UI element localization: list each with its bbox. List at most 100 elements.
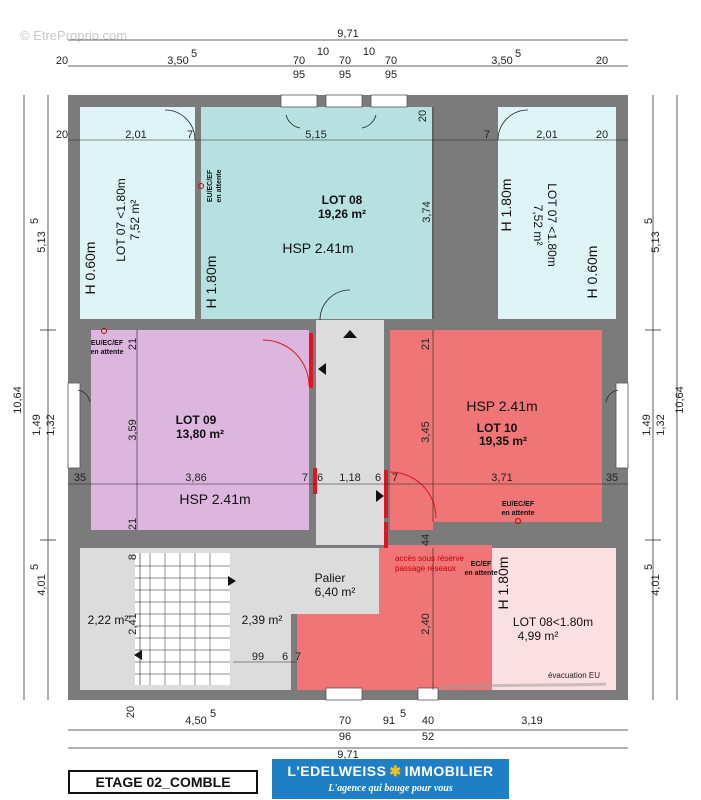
dim-359: 3,59 bbox=[127, 419, 139, 440]
room-palier bbox=[291, 548, 379, 614]
dim-240: 2,40 bbox=[420, 613, 432, 634]
dim-21a: 21 bbox=[127, 338, 139, 350]
room-lot08 bbox=[201, 107, 432, 319]
dim-inner-201a: 2,01 bbox=[125, 129, 146, 141]
room-lot10 bbox=[390, 330, 602, 530]
dim-7b: 7 bbox=[392, 472, 398, 484]
eu-top-marker-icon bbox=[198, 183, 204, 189]
interior-dimension-lines bbox=[68, 107, 628, 690]
brand-slogan: L'agence qui bouge pour vous bbox=[328, 783, 453, 794]
dim-bottom-450-sup: 5 bbox=[210, 708, 216, 720]
lot08-small-h180: H 1.80m bbox=[495, 557, 511, 610]
lot07-right-line1: LOT 07 <1.80m bbox=[545, 183, 559, 267]
dim-right-132: 1,32 bbox=[655, 414, 667, 435]
dim-top-20b: 20 bbox=[596, 55, 608, 67]
dim-top-350b: 3,50 bbox=[491, 55, 512, 67]
edelweiss-icon: ✱ bbox=[389, 763, 402, 779]
lot08-small-line1: LOT 08<1.80m bbox=[513, 615, 593, 629]
dim-left-total: 10,64 bbox=[12, 386, 24, 414]
top-windows bbox=[280, 94, 408, 108]
dim-7c: 7 bbox=[295, 651, 301, 663]
stair-left-area: 2,22 m² bbox=[88, 613, 129, 627]
dim-inner-515: 5,15 bbox=[305, 129, 326, 141]
dim-35b: 35 bbox=[606, 472, 618, 484]
dim-118: 1,18 bbox=[339, 472, 360, 484]
eu-lot10-line1: EU/EC/EF bbox=[502, 501, 535, 508]
dim-44: 44 bbox=[420, 534, 432, 546]
acces-line1: accès sous réserve bbox=[395, 554, 464, 563]
lot09-area: 13,80 m² bbox=[176, 427, 224, 441]
lot07-left-line2: 7,52 m² bbox=[128, 200, 142, 241]
room-lot09 bbox=[91, 330, 309, 530]
lot07-right-line2: 7,52 m² bbox=[531, 205, 545, 246]
acces-line2: passage réseaux bbox=[395, 564, 456, 573]
dim-inner-201b: 2,01 bbox=[536, 129, 557, 141]
dim-21b: 21 bbox=[420, 338, 432, 350]
dim-371: 3,71 bbox=[491, 472, 512, 484]
dim-8: 8 bbox=[127, 554, 139, 560]
dim-21c: 21 bbox=[127, 518, 139, 530]
hallway-arrow-up-icon bbox=[343, 330, 357, 338]
dim-35a: 35 bbox=[74, 472, 86, 484]
floor-label: ETAGE 02_COMBLE bbox=[68, 770, 258, 794]
brand-left: L'EDELWEISS bbox=[287, 763, 387, 779]
eu-lot10-line2: en attente bbox=[501, 510, 534, 517]
dim-top-95c: 95 bbox=[385, 69, 397, 81]
lot08-title: LOT 08 bbox=[322, 193, 363, 207]
dim-bottom-40: 40 bbox=[422, 715, 434, 727]
dim-left-bottom: 4,01 bbox=[36, 574, 48, 595]
lot07-right-h060: H 0.60m bbox=[584, 246, 600, 299]
room-lot08-small bbox=[492, 548, 616, 690]
watermark-text: © EtreProprio.com bbox=[20, 28, 127, 43]
eu-lot09-line1: EU/EC/EF bbox=[91, 340, 124, 347]
side-windows bbox=[67, 382, 629, 701]
dim-right-total: 10,64 bbox=[674, 386, 686, 414]
dim-left-bottom-sup: 5 bbox=[29, 564, 41, 570]
dimension-lines bbox=[23, 39, 678, 749]
dim-bottom-total: 9,71 bbox=[337, 749, 358, 760]
palier-line1: Palier bbox=[315, 571, 346, 585]
stair-steps-area bbox=[135, 553, 230, 685]
dim-right-top-sup: 5 bbox=[643, 218, 655, 224]
dim-7a: 7 bbox=[302, 472, 308, 484]
dim-left-top-sup: 5 bbox=[29, 218, 41, 224]
dim-top-95b: 95 bbox=[339, 69, 351, 81]
door-swings-red bbox=[262, 339, 437, 519]
dim-345: 3,45 bbox=[420, 421, 432, 442]
dim-bottom-319: 3,19 bbox=[521, 715, 542, 727]
dim-left-132: 1,32 bbox=[45, 414, 57, 435]
eu-top-line1: EU/EC/EF bbox=[207, 169, 214, 202]
brand-right: IMMOBILIER bbox=[404, 763, 494, 779]
lot09-title: LOT 09 bbox=[176, 413, 217, 427]
dim-bottom-450: 4,50 bbox=[185, 715, 206, 727]
room-corridor-lower bbox=[297, 545, 492, 690]
dim-top-total: 9,71 bbox=[337, 28, 358, 40]
eu-lot10-marker-icon bbox=[515, 518, 521, 524]
eu-lot09-marker-icon bbox=[101, 328, 107, 334]
dim-top-350a: 3,50 bbox=[167, 55, 188, 67]
lot08-area: 19,26 m² bbox=[318, 207, 366, 221]
dim-top-70a: 70 bbox=[293, 55, 305, 67]
dim-bottom-52: 52 bbox=[422, 731, 434, 743]
dim-left-149: 1,49 bbox=[31, 414, 43, 435]
evacuation-label: évacuation EU bbox=[548, 671, 600, 680]
dim-left-top: 5,13 bbox=[36, 231, 48, 252]
stair-arrow-up-icon bbox=[228, 576, 236, 586]
dim-inner-20b: 20 bbox=[417, 110, 429, 122]
door-swings bbox=[77, 109, 619, 403]
room-lot07-left bbox=[80, 107, 195, 319]
palier-line2: 6,40 m² bbox=[315, 585, 356, 599]
dim-241: 2,41 bbox=[127, 613, 139, 634]
lot09-hsp: HSP 2.41m bbox=[179, 491, 250, 507]
dim-top-95a: 95 bbox=[293, 69, 305, 81]
lot10-title: LOT 10 bbox=[477, 421, 518, 435]
dim-99: 99 bbox=[252, 651, 264, 663]
eu-lot09-line2: en attente bbox=[90, 349, 123, 356]
lot10-area: 19,35 m² bbox=[479, 434, 527, 448]
lot08-small-line2: 4,99 m² bbox=[518, 629, 559, 643]
dim-top-70b: 70 bbox=[339, 55, 351, 67]
dim-bottom-91: 91 bbox=[383, 715, 395, 727]
dim-6b: 6 bbox=[375, 472, 381, 484]
dim-top-20a: 20 bbox=[56, 55, 68, 67]
dim-right-149: 1,49 bbox=[641, 414, 653, 435]
